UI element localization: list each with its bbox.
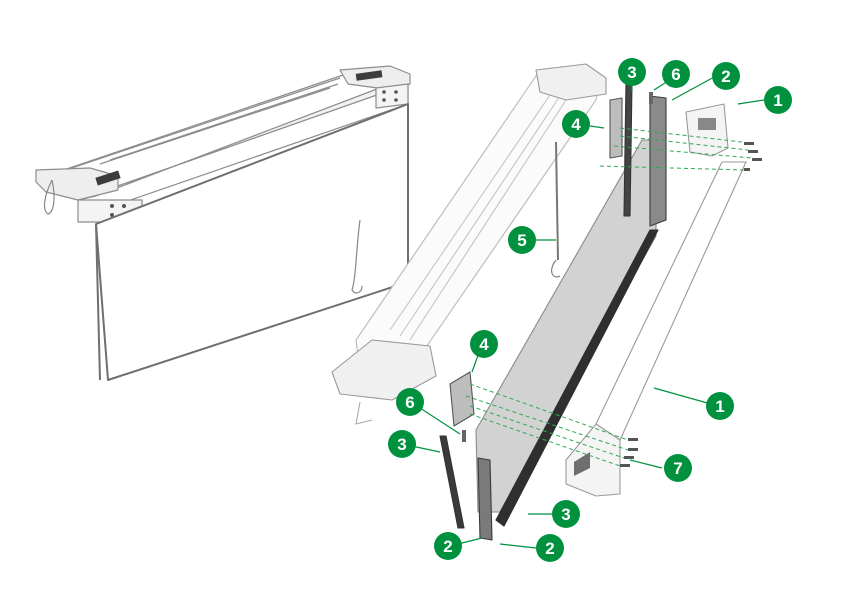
callout-badge xyxy=(388,430,416,458)
callout-number: 3 xyxy=(561,505,570,524)
callout-6: 6 xyxy=(396,388,424,416)
callout-badge xyxy=(662,60,690,88)
callout-3: 3 xyxy=(388,430,416,458)
callout-badge xyxy=(618,58,646,86)
callout-badge xyxy=(536,534,564,562)
callout-number: 5 xyxy=(517,231,526,250)
callout-badge xyxy=(470,330,498,358)
callout-number: 6 xyxy=(405,393,414,412)
callout-number: 1 xyxy=(773,91,782,110)
callout-number: 4 xyxy=(479,335,489,354)
callout-2: 2 xyxy=(434,532,462,560)
exploded-rod xyxy=(555,141,559,261)
callout-1: 1 xyxy=(706,392,734,420)
exploded-pin-bottom xyxy=(462,430,466,442)
callout-badge xyxy=(562,110,590,138)
exploded-bottom-bracket xyxy=(331,339,437,401)
callout-6: 6 xyxy=(662,60,690,88)
callout-number: 1 xyxy=(715,397,724,416)
assembled-unit xyxy=(35,65,411,381)
assembled-screen-edge xyxy=(95,223,101,381)
assembly-dashed-lines xyxy=(465,127,753,467)
callout-3: 3 xyxy=(552,500,580,528)
callout-badge xyxy=(712,62,740,90)
assembled-end-plate-right xyxy=(375,83,409,109)
callout-number: 7 xyxy=(673,459,682,478)
exploded-screen-panel xyxy=(475,139,657,513)
callout-badge xyxy=(508,226,536,254)
exploded-bracket-bottom xyxy=(449,371,475,427)
callout-2: 2 xyxy=(712,62,740,90)
assembled-pull-cord-left xyxy=(43,179,55,215)
callout-5: 5 xyxy=(508,226,536,254)
exploded-bracket-top xyxy=(609,97,623,159)
callout-badge xyxy=(434,532,462,560)
exploded-unit xyxy=(331,63,762,541)
exploded-top-bracket xyxy=(535,63,607,101)
callout-number: 2 xyxy=(721,67,730,86)
callout-number: 2 xyxy=(443,537,452,556)
assembled-frame-rail-2 xyxy=(109,83,339,161)
callout-badge xyxy=(664,454,692,482)
assembled-left-clip xyxy=(95,170,121,186)
callout-7: 7 xyxy=(664,454,692,482)
assembled-pull-cord-right xyxy=(351,219,363,294)
assembled-left-bracket xyxy=(35,167,119,201)
callout-number: 4 xyxy=(571,115,581,134)
exploded-bottom-rail xyxy=(477,457,493,541)
exploded-front-profile-end xyxy=(565,423,621,497)
exploded-strip-left xyxy=(439,435,465,529)
assembled-right-clip xyxy=(355,70,383,81)
callout-number: 6 xyxy=(671,65,680,84)
exploded-brush-strip xyxy=(495,229,659,527)
assembled-frame-back-inner xyxy=(59,77,341,173)
callout-number: 3 xyxy=(627,63,636,82)
exploded-screws-bottom xyxy=(620,438,638,467)
callout-badge xyxy=(396,388,424,416)
assembled-frame-rail xyxy=(99,87,331,165)
exploded-side-rail-top xyxy=(649,95,667,227)
exploded-strip-top xyxy=(623,81,633,217)
exploded-screws-top xyxy=(744,142,762,171)
callout-1: 1 xyxy=(764,86,792,114)
callout-badge xyxy=(706,392,734,420)
callout-number: 3 xyxy=(397,435,406,454)
callout-4: 4 xyxy=(470,330,498,358)
callout-3: 3 xyxy=(618,58,646,86)
callout-4: 4 xyxy=(562,110,590,138)
callout-number: 2 xyxy=(545,539,554,558)
exploded-pin-top xyxy=(649,92,653,104)
callout-badge xyxy=(764,86,792,114)
callout-badge xyxy=(552,500,580,528)
callout-2: 2 xyxy=(536,534,564,562)
